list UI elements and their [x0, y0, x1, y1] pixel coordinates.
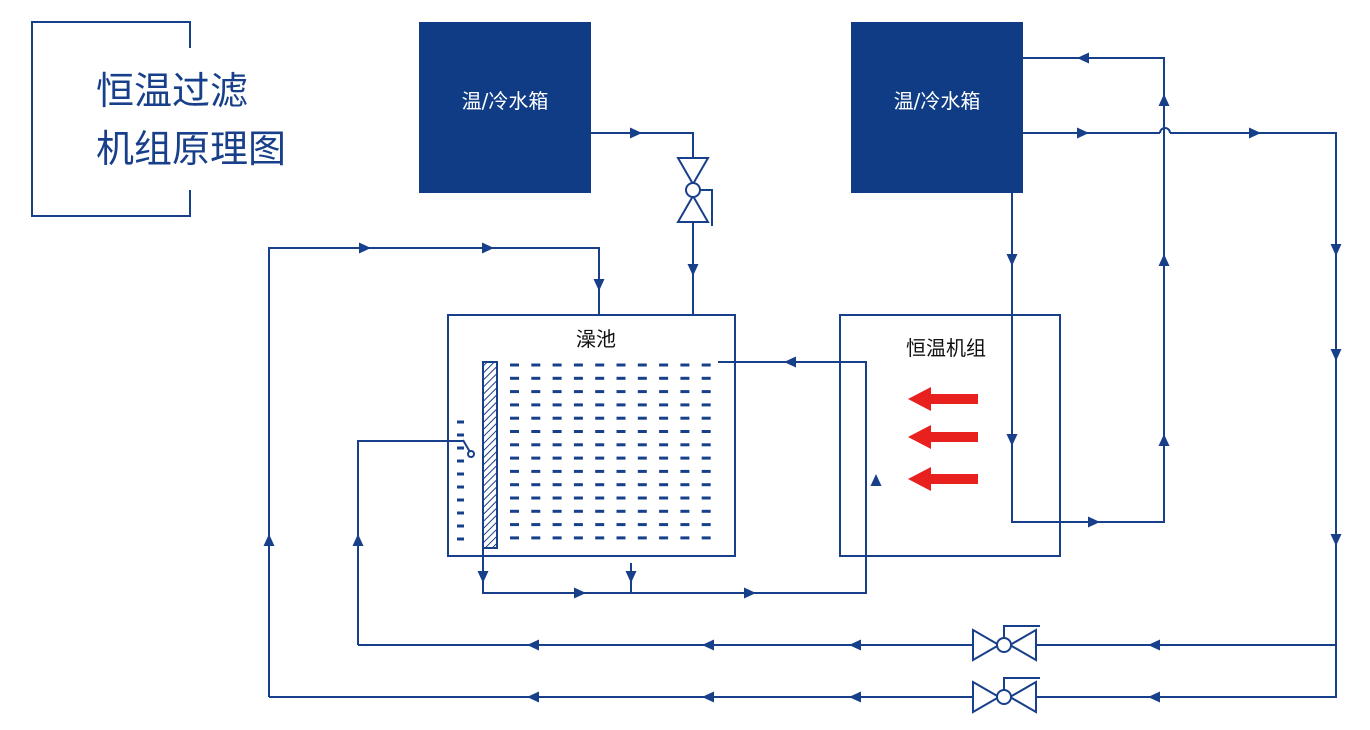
flow-arrow-icon [593, 279, 605, 291]
water-dashes [510, 363, 711, 540]
flow-arrow-icon [263, 534, 275, 546]
flow-arrow-icon [702, 639, 714, 651]
float-switch-icon [462, 439, 475, 458]
flow-arrow-icon [1077, 52, 1089, 64]
flow-arrows [263, 52, 1342, 703]
flow-arrow-icon [1330, 244, 1342, 256]
flow-arrow-icon [1006, 434, 1018, 446]
tank-right-label: 温/冷水箱 [894, 89, 981, 113]
pipes [268, 57, 1337, 698]
heat-arrow-icon [908, 467, 978, 491]
heat-arrow-icon [908, 425, 978, 449]
tank-left-label: 温/冷水箱 [462, 89, 549, 113]
title-frame [31, 21, 191, 217]
flow-arrow-icon [1148, 639, 1160, 651]
flow-arrow-icon [702, 691, 714, 703]
flow-arrow-icon [625, 571, 637, 583]
flow-arrow-icon [1006, 254, 1018, 266]
filter-screen-icon [482, 361, 498, 549]
flow-arrow-icon [870, 474, 882, 486]
valve-icon[interactable] [972, 625, 1040, 662]
heat-arrow-icon [908, 387, 978, 411]
heat-arrows [908, 387, 978, 491]
flow-arrow-icon [1249, 127, 1261, 139]
flow-arrow-icon [527, 639, 539, 651]
flow-arrow-icon [477, 571, 489, 583]
diagram-title-line2: 机组原理图 [96, 127, 286, 171]
flow-arrow-icon [849, 691, 861, 703]
flow-arrow-icon [1158, 94, 1170, 106]
flow-arrow-icon [744, 587, 756, 599]
flow-arrow-icon [1088, 516, 1100, 528]
flow-arrow-icon [1158, 434, 1170, 446]
flow-arrow-icon [1330, 349, 1342, 361]
diagram-title-line1: 恒温过滤 [96, 69, 248, 113]
flow-arrow-icon [1148, 691, 1160, 703]
flow-arrow-icon [352, 534, 364, 546]
pool-label: 澡池 [576, 327, 616, 351]
thermostatic-unit-label: 恒温机组 [906, 336, 986, 360]
flow-arrow-icon [630, 127, 642, 139]
valve-icon[interactable] [676, 157, 713, 226]
valve-icon[interactable] [972, 677, 1040, 714]
flow-arrow-icon [1158, 254, 1170, 266]
flow-arrow-icon [849, 639, 861, 651]
flow-arrow-icon [687, 264, 699, 276]
flow-arrow-icon [574, 587, 586, 599]
flow-arrow-icon [784, 356, 796, 368]
overflow-dashes [457, 420, 464, 541]
tank-left [419, 22, 591, 193]
flow-arrow-icon [1077, 127, 1089, 139]
flow-arrow-icon [527, 691, 539, 703]
flow-arrow-icon [1330, 534, 1342, 546]
flow-arrow-icon [359, 242, 371, 254]
tank-right [851, 22, 1023, 193]
flow-arrow-icon [482, 242, 494, 254]
